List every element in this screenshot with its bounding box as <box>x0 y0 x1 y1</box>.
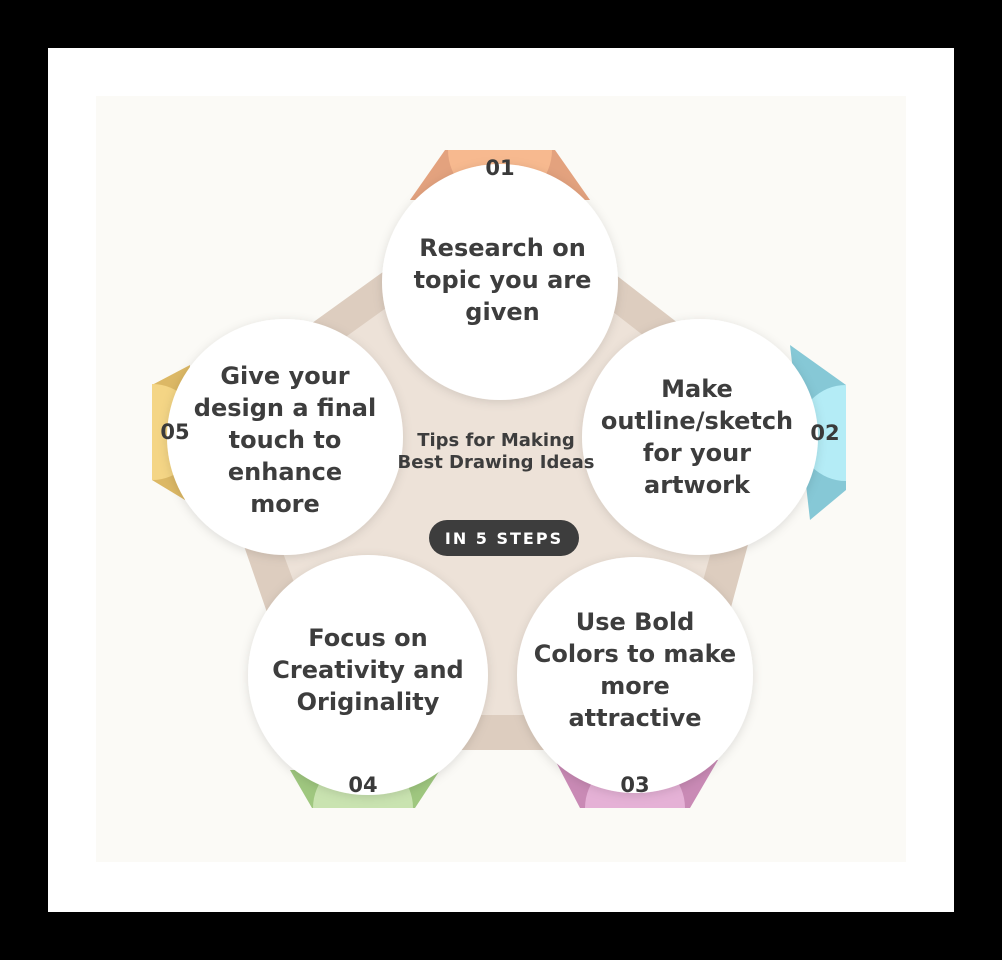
step-01-text: Research on topic you are given <box>413 234 592 326</box>
step-03-circle <box>517 557 753 793</box>
step-02-number: 02 <box>810 421 840 445</box>
center-title: Tips for Making Best Drawing Ideas <box>397 430 595 473</box>
step-05-number: 05 <box>160 420 190 444</box>
steps-pill: IN 5 STEPS <box>429 520 579 556</box>
step-04-circle <box>248 555 488 795</box>
step-05-text: Give your design a final touch to enhanc… <box>193 362 377 518</box>
step-04-text: Focus on Creativity and Originality <box>272 624 464 716</box>
step-01-number: 01 <box>485 156 515 180</box>
step-04-number: 04 <box>348 773 378 797</box>
step-02-text: Make outline/sketch for your artwork <box>600 375 794 499</box>
step-01-circle <box>382 164 618 400</box>
step-03-text: Use Bold Colors to make more attractive <box>533 608 737 732</box>
step-02-circle <box>582 319 818 555</box>
step-03-number: 03 <box>620 773 650 797</box>
step-05-circle <box>167 319 403 555</box>
